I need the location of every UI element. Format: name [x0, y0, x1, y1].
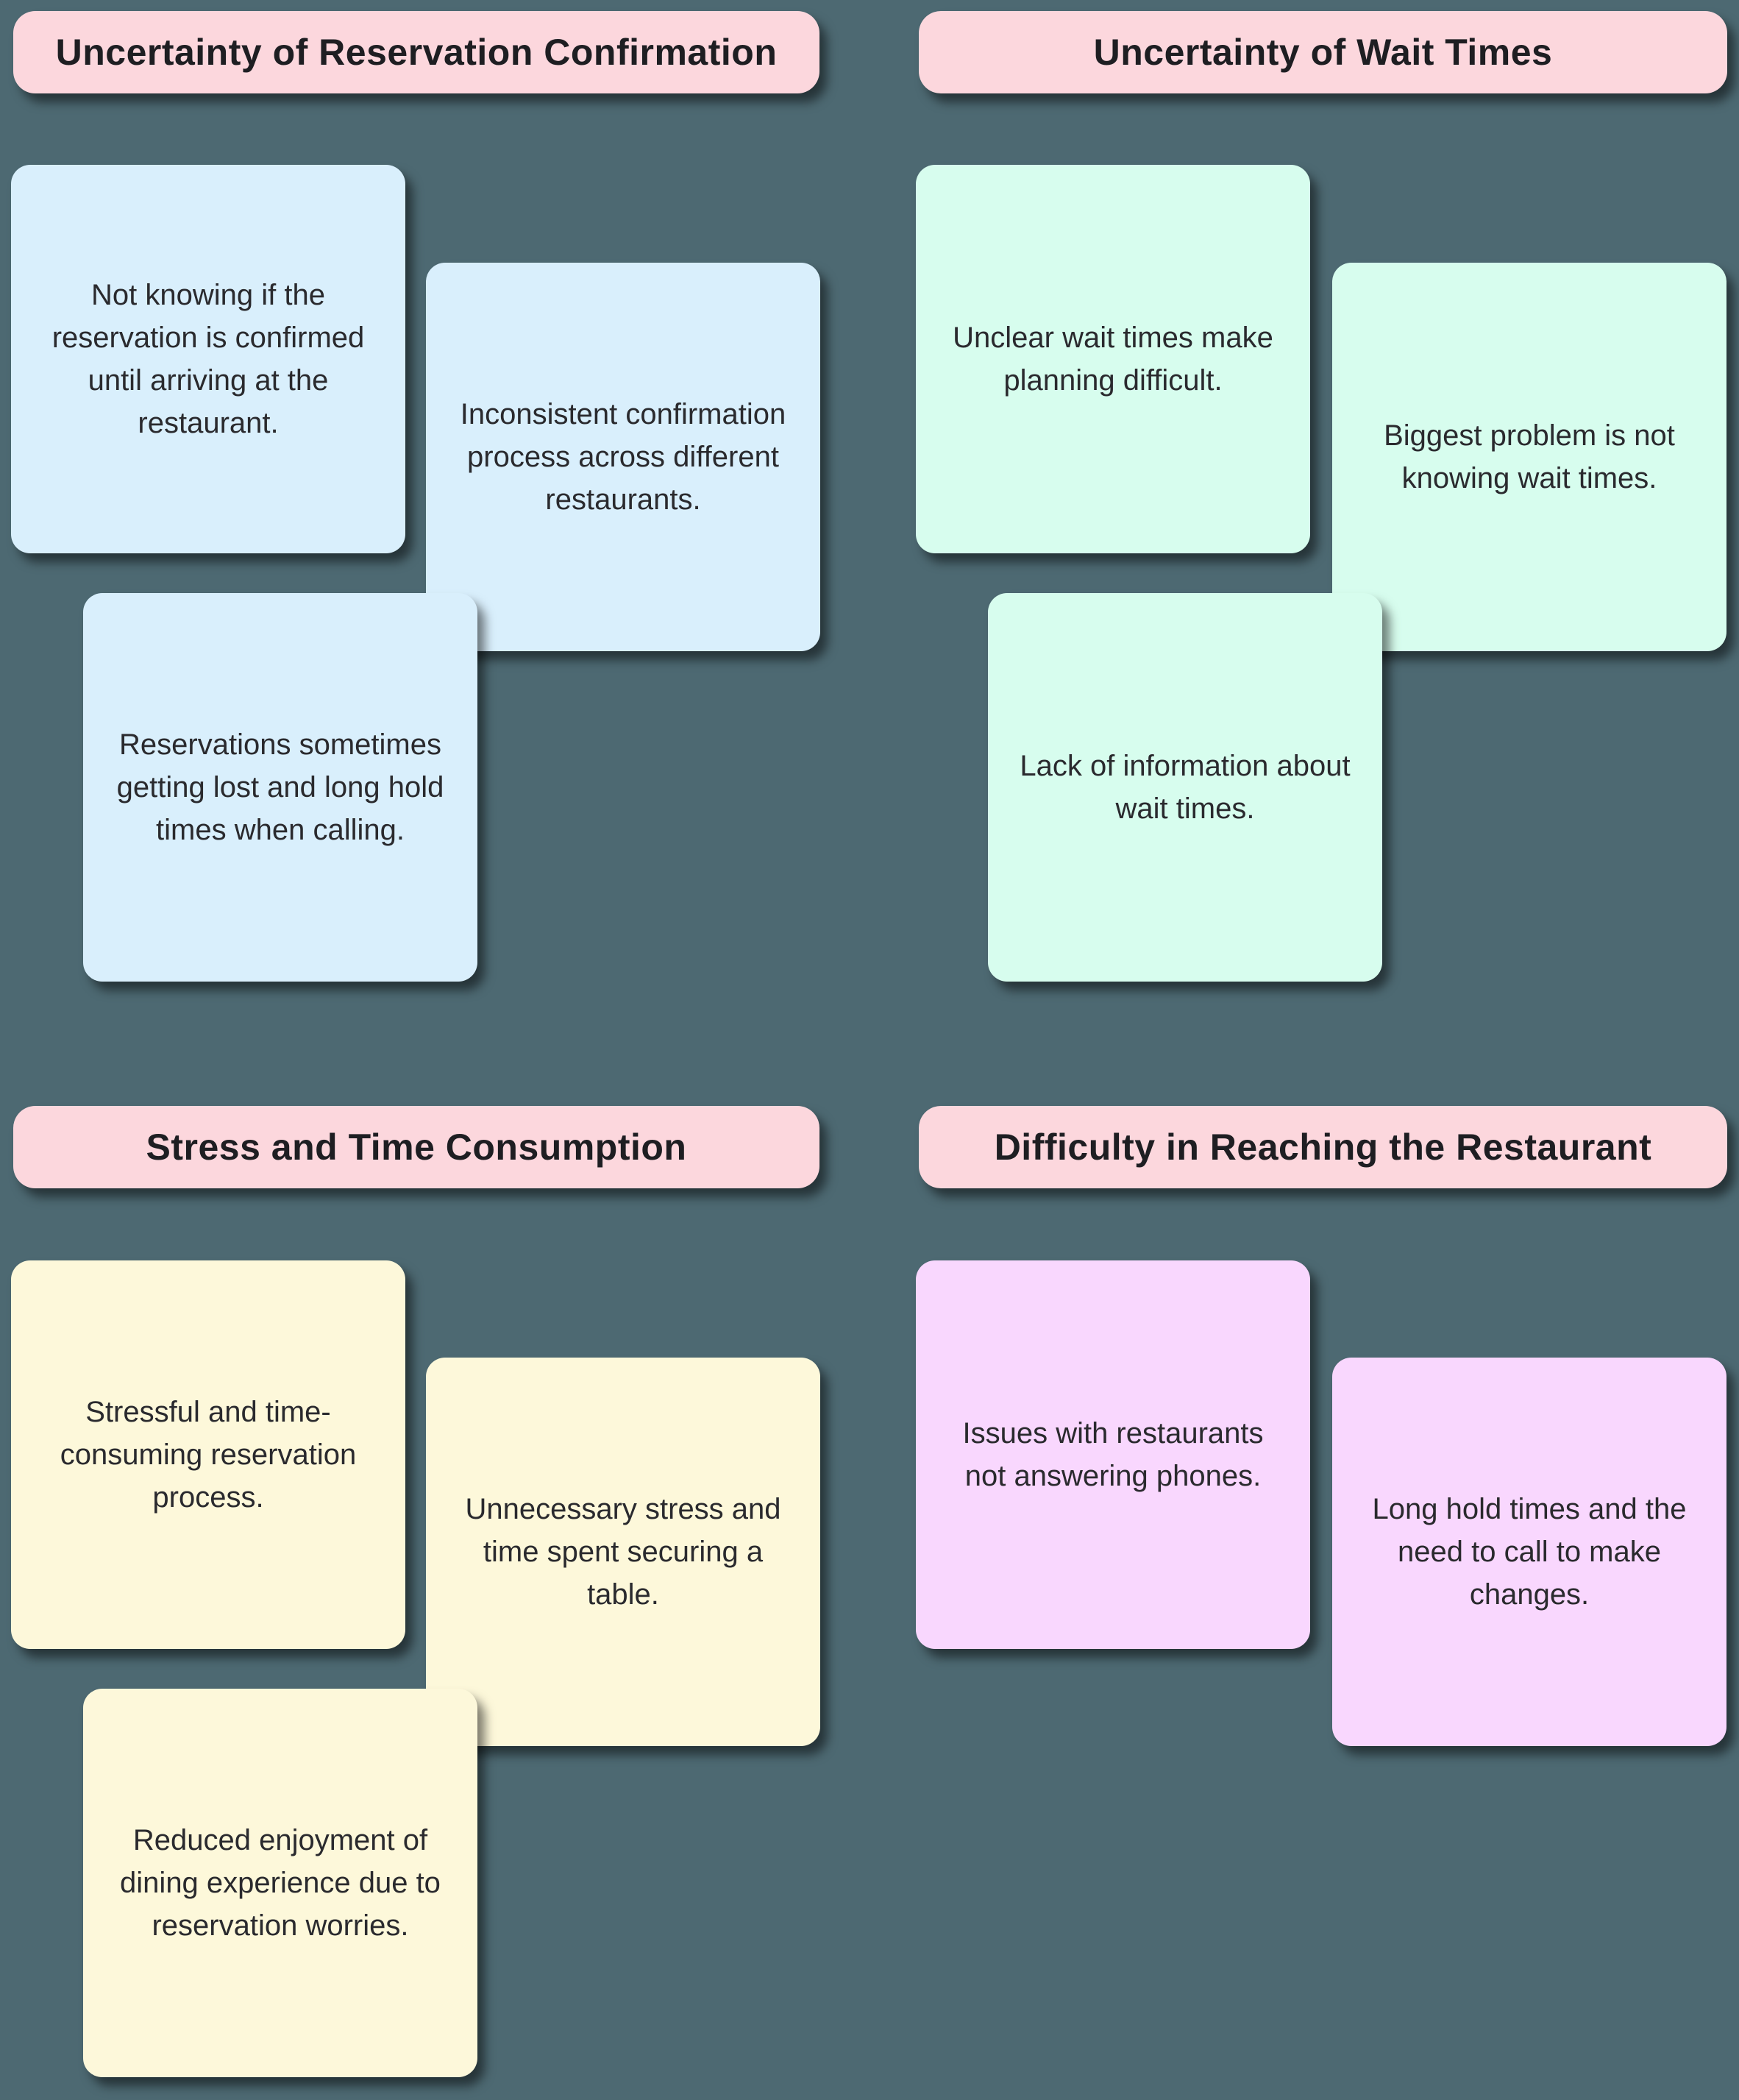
sticky-note-text: Stressful and time-consuming reservation… [60, 1396, 357, 1514]
sticky-note-text: Issues with restaurants not answering ph… [962, 1417, 1264, 1492]
sticky-note[interactable]: Reservations sometimes getting lost and … [83, 593, 477, 982]
sticky-note-text: Long hold times and the need to call to … [1372, 1493, 1687, 1611]
sticky-note[interactable]: Inconsistent confirmation process across… [426, 263, 820, 651]
sticky-note-text: Unclear wait times make planning difficu… [953, 322, 1273, 397]
sticky-note-text: Biggest problem is not knowing wait time… [1384, 419, 1675, 494]
group-header-wait-times[interactable]: Uncertainty of Wait Times [919, 11, 1727, 93]
group-header-reservation-confirmation[interactable]: Uncertainty of Reservation Confirmation [13, 11, 819, 93]
sticky-note-text: Unnecessary stress and time spent securi… [465, 1493, 781, 1611]
sticky-note[interactable]: Unclear wait times make planning difficu… [916, 165, 1310, 553]
sticky-note[interactable]: Biggest problem is not knowing wait time… [1332, 263, 1726, 651]
sticky-note[interactable]: Reduced enjoyment of dining experience d… [83, 1689, 477, 2077]
sticky-note-text: Inconsistent confirmation process across… [460, 398, 786, 516]
sticky-note-text: Reservations sometimes getting lost and … [116, 728, 444, 846]
sticky-note[interactable]: Lack of information about wait times. [988, 593, 1382, 982]
group-title: Difficulty in Reaching the Restaurant [994, 1127, 1652, 1168]
group-header-reaching-restaurant[interactable]: Difficulty in Reaching the Restaurant [919, 1106, 1727, 1188]
group-title: Uncertainty of Wait Times [1093, 32, 1553, 73]
sticky-note[interactable]: Issues with restaurants not answering ph… [916, 1260, 1310, 1649]
group-header-stress-time-consumption[interactable]: Stress and Time Consumption [13, 1106, 819, 1188]
group-title: Uncertainty of Reservation Confirmation [55, 32, 778, 73]
group-title: Stress and Time Consumption [146, 1127, 687, 1168]
sticky-note[interactable]: Stressful and time-consuming reservation… [11, 1260, 405, 1649]
sticky-note-text: Not knowing if the reservation is confir… [51, 279, 365, 439]
sticky-note[interactable]: Unnecessary stress and time spent securi… [426, 1358, 820, 1746]
sticky-note[interactable]: Long hold times and the need to call to … [1332, 1358, 1726, 1746]
sticky-note-text: Lack of information about wait times. [1020, 750, 1351, 825]
sticky-note[interactable]: Not knowing if the reservation is confir… [11, 165, 405, 553]
sticky-note-text: Reduced enjoyment of dining experience d… [120, 1824, 441, 1942]
